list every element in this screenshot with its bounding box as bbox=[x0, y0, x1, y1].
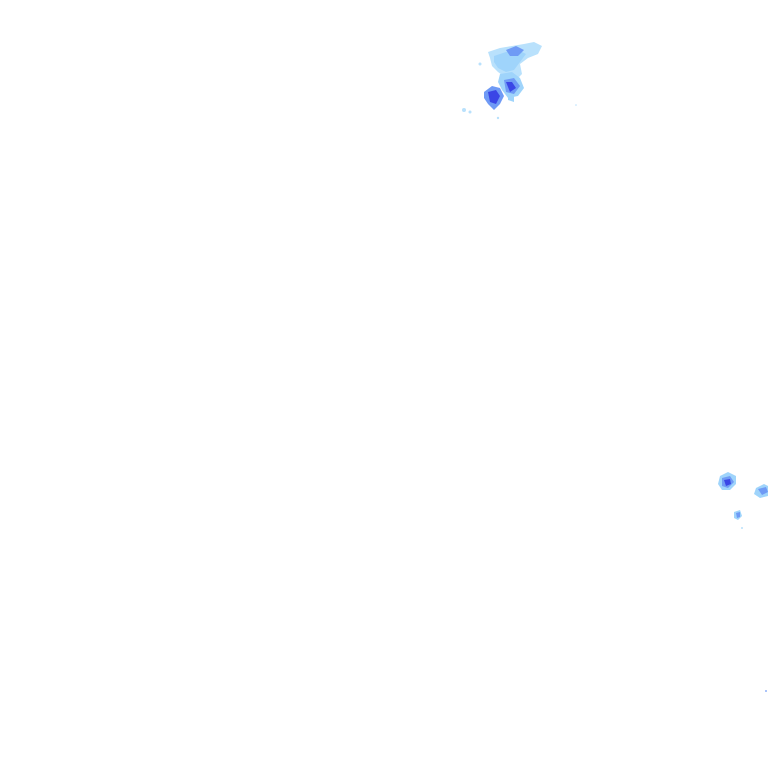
precip-cell-east-cluster-upper bbox=[718, 472, 736, 490]
precip-cell-east-cluster-edge bbox=[754, 484, 768, 498]
precip-cell-north-cluster bbox=[462, 42, 577, 120]
precip-cell-east-cluster-lower bbox=[734, 510, 767, 692]
